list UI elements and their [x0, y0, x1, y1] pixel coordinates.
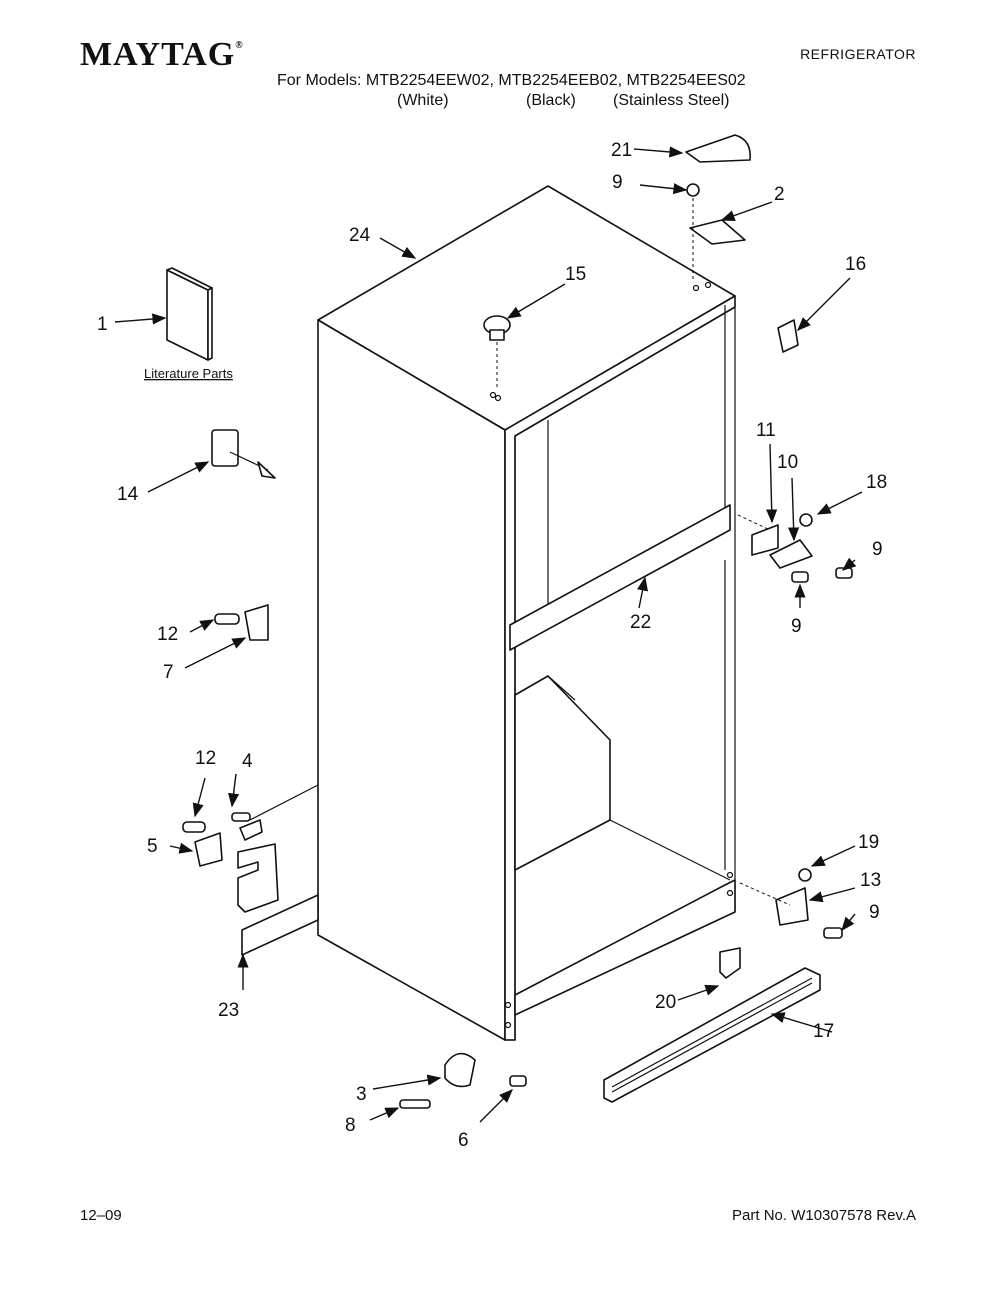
models-line: For Models: MTB2254EEW02, MTB2254EEB02, …	[277, 72, 746, 89]
variant-white: (White)	[397, 92, 449, 109]
literature-label: Literature Parts	[144, 366, 233, 381]
variant-stainless: (Stainless Steel)	[613, 92, 730, 109]
callout-21: 21	[611, 140, 632, 161]
callout-13: 13	[860, 870, 881, 891]
callout-22: 22	[630, 612, 651, 633]
callout-14: 14	[117, 484, 139, 505]
roller-assembly	[399, 1052, 527, 1109]
callout-arrows	[114, 146, 863, 1123]
grille-assembly	[603, 947, 821, 1103]
callout-4: 4	[242, 751, 253, 772]
callout-24: 24	[349, 225, 371, 246]
leveling-leg	[211, 429, 276, 479]
bottom-hinge-assembly	[739, 868, 843, 939]
cabinet	[317, 185, 736, 1041]
callout-9-mid-right: 9	[872, 539, 883, 560]
callout-15: 15	[565, 264, 586, 285]
brand-logo: MAYTAG®	[80, 36, 244, 73]
lower-hinge-assembly	[182, 784, 319, 956]
callout-19: 19	[858, 832, 879, 853]
callout-23: 23	[218, 1000, 239, 1021]
callout-18: 18	[866, 472, 887, 493]
callout-9-top: 9	[612, 172, 623, 193]
variant-black: (Black)	[526, 92, 576, 109]
callout-17: 17	[813, 1021, 834, 1042]
hole-plug	[483, 315, 511, 388]
callout-12-lower: 12	[195, 748, 216, 769]
callout-12-upper: 12	[157, 624, 178, 645]
callout-2: 2	[774, 184, 785, 205]
callout-1: 1	[97, 314, 108, 335]
callout-16: 16	[845, 254, 866, 275]
callout-10: 10	[777, 452, 798, 473]
callout-3: 3	[356, 1084, 367, 1105]
middle-hinge-assembly	[737, 513, 853, 583]
callout-6: 6	[458, 1130, 469, 1151]
callout-5: 5	[147, 836, 158, 857]
callout-9-mid-bottom: 9	[791, 616, 802, 637]
part-number: Part No. W10307578 Rev.A	[732, 1207, 916, 1224]
document-type: REFRIGERATOR	[800, 46, 916, 62]
callout-7: 7	[163, 662, 174, 683]
literature-parts	[166, 267, 213, 361]
callout-20: 20	[655, 992, 676, 1013]
callout-9-bottom: 9	[869, 902, 880, 923]
callout-11: 11	[756, 420, 776, 441]
revision-date: 12–09	[80, 1207, 122, 1224]
callout-8: 8	[345, 1115, 356, 1136]
hinge-bracket-upper	[214, 604, 269, 641]
